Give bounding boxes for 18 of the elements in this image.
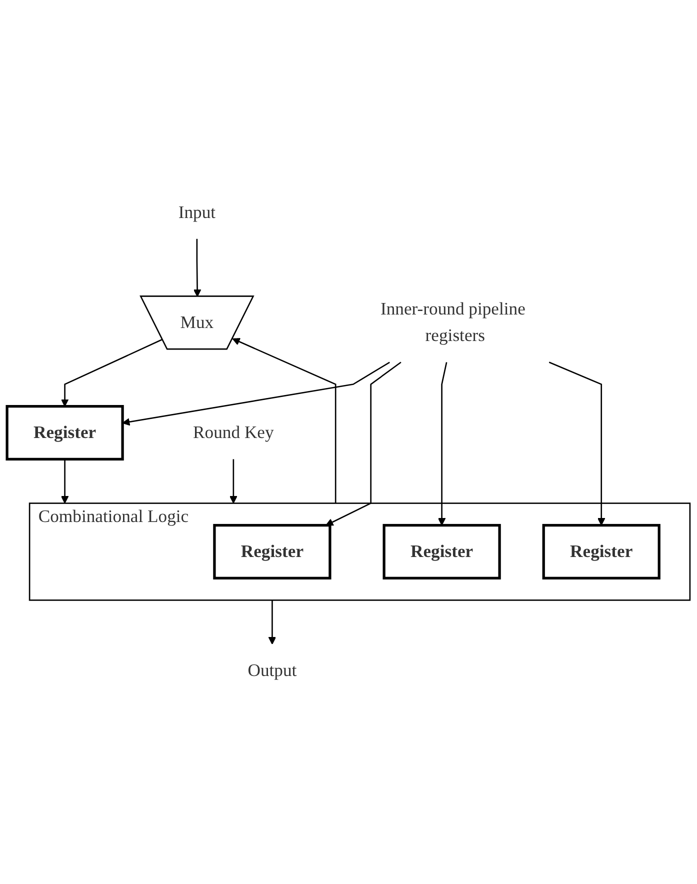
node-text: Round Key [193, 423, 274, 443]
node-box: Register [213, 524, 332, 580]
arrow [548, 362, 606, 526]
arrow [60, 460, 69, 504]
node-box: Register [382, 524, 501, 580]
arrow [60, 339, 163, 408]
arrow [326, 362, 402, 526]
arrow [193, 239, 202, 298]
node-box: Register [542, 524, 660, 580]
arrow [122, 362, 390, 426]
arrow [232, 338, 336, 504]
arrow [438, 362, 448, 526]
node-text: Output [248, 661, 297, 681]
node-box: Register [6, 405, 124, 461]
node-text: Inner-round pipeline registers [380, 300, 526, 346]
arrow [230, 460, 238, 504]
node-text: Input [178, 203, 216, 223]
arrow [268, 600, 276, 645]
